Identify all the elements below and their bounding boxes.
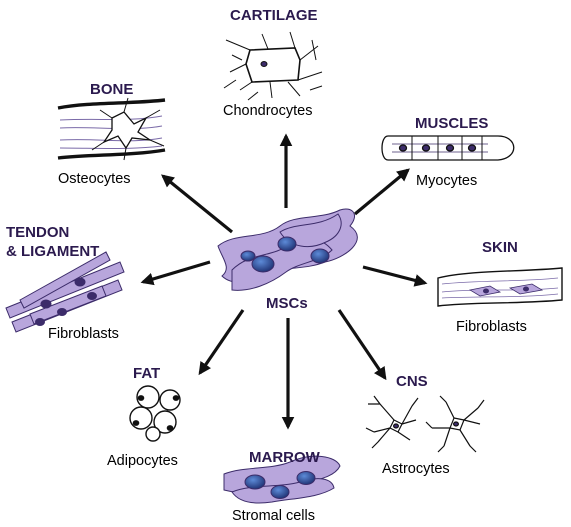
cartilage-title: CARTILAGE <box>230 7 318 24</box>
stromal-cells-label: Stromal cells <box>232 508 315 524</box>
astrocyte-illustration <box>365 395 485 453</box>
stromal-cell-illustration <box>223 455 341 504</box>
tendon-fibroblasts-label: Fibroblasts <box>48 326 119 342</box>
tendon-fibroblast-illustration <box>5 251 125 333</box>
astrocytes-label: Astrocytes <box>382 461 450 477</box>
adipocyte-illustration <box>129 385 181 442</box>
arrows <box>140 133 428 430</box>
fat-title: FAT <box>133 365 161 382</box>
myocyte-illustration <box>381 135 515 161</box>
arrow-to-muscles <box>353 168 410 216</box>
skin-fibroblasts-label: Fibroblasts <box>456 319 527 335</box>
skin-fibroblast-illustration <box>437 267 563 307</box>
arrow-to-bone <box>161 174 234 234</box>
msc-cell-cluster <box>217 208 358 291</box>
arrow-to-tendon <box>140 260 211 286</box>
arrow-to-cns <box>337 309 387 381</box>
cns-title: CNS <box>396 373 428 390</box>
tendon-ligament-title: TENDON & LIGAMENT <box>6 224 100 260</box>
myocytes-label: Myocytes <box>416 173 478 189</box>
adipocytes-label: Adipocytes <box>107 453 178 469</box>
chondrocyte-illustration <box>223 31 323 101</box>
arrow-to-fat <box>198 309 245 376</box>
skin-title: SKIN <box>482 239 518 256</box>
osteocyte-illustration <box>57 97 166 161</box>
muscles-title: MUSCLES <box>415 115 489 132</box>
chondrocytes-label: Chondrocytes <box>223 103 313 119</box>
osteocytes-label: Osteocytes <box>58 171 131 187</box>
bone-title: BONE <box>90 81 134 98</box>
msc-label: MSCs <box>266 295 308 312</box>
arrow-to-skin <box>362 265 428 287</box>
marrow-title: MARROW <box>249 449 320 466</box>
